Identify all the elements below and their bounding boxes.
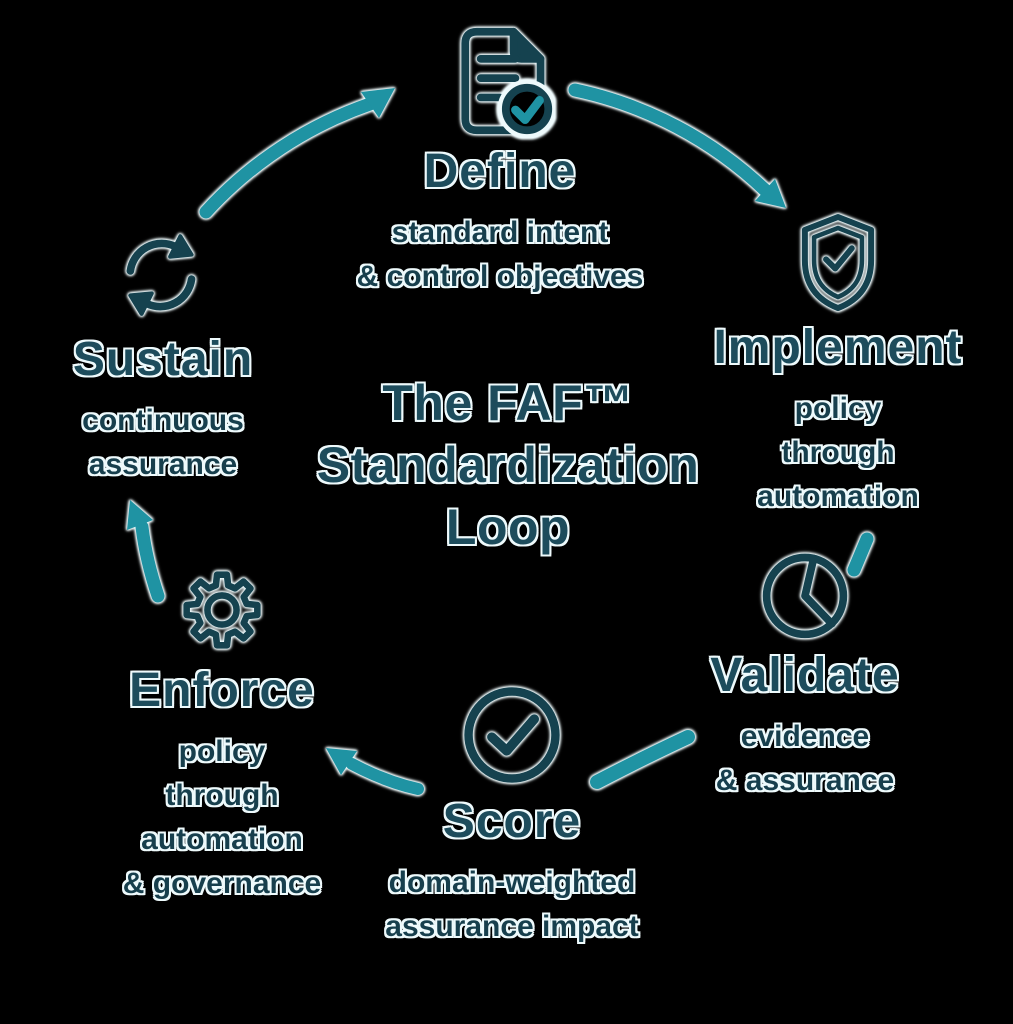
arrow-score-to-enforce — [346, 758, 424, 795]
arrowhead-into-enforce — [326, 748, 357, 775]
stage-description: standard intent & control objectives — [356, 216, 644, 293]
arrow-sustain-to-define — [199, 97, 377, 219]
arrow-enforce-to-sustain — [135, 520, 165, 603]
stage-label: Enforce — [129, 664, 315, 717]
arrow-define-to-implement — [568, 83, 772, 197]
arrow-implement-to-validate — [847, 532, 874, 577]
teal-checkmark — [511, 96, 544, 124]
stage-define: Define standard intent & control objecti… — [318, 26, 682, 299]
cycle-arrowhead-top — [168, 234, 194, 259]
cycle-arrows-icon — [126, 234, 196, 316]
stage-label: Validate — [710, 649, 900, 702]
stage-score: Score domain-weighted assurance impact — [357, 682, 667, 949]
cycle-arrowhead-bottom — [128, 291, 154, 316]
arrowhead-into-sustain — [127, 500, 153, 530]
diagram-title: The FAF™ Standardization Loop — [316, 375, 700, 555]
shield-check-icon — [801, 214, 875, 312]
stage-label: Define — [423, 145, 577, 198]
stage-description: continuous assurance — [82, 404, 244, 481]
circle-check-icon — [464, 687, 560, 783]
pie-chart-icon — [762, 553, 848, 639]
check-circle-ring — [501, 83, 553, 135]
arrow-validate-to-score — [590, 730, 695, 789]
gear-icon — [183, 571, 261, 649]
document-check-icon — [461, 27, 555, 138]
stage-sustain: Sustain continuous assurance — [13, 220, 313, 487]
arrowhead-into-define — [361, 88, 395, 118]
stage-label: Sustain — [72, 333, 254, 386]
stage-description: domain-weighted assurance impact — [385, 866, 639, 943]
stage-description: policy through automation — [757, 392, 919, 513]
stage-validate: Validate evidence & assurance — [650, 546, 960, 803]
arrowhead-into-implement — [755, 179, 786, 208]
stage-implement: Implement policy through automation — [688, 212, 988, 519]
stage-description: evidence & assurance — [715, 720, 895, 797]
stage-description: policy through automation & governance — [122, 735, 322, 900]
stage-label: Implement — [713, 321, 963, 374]
stage-label: Score — [442, 795, 582, 848]
stage-enforce: Enforce policy through automation & gove… — [67, 563, 377, 906]
